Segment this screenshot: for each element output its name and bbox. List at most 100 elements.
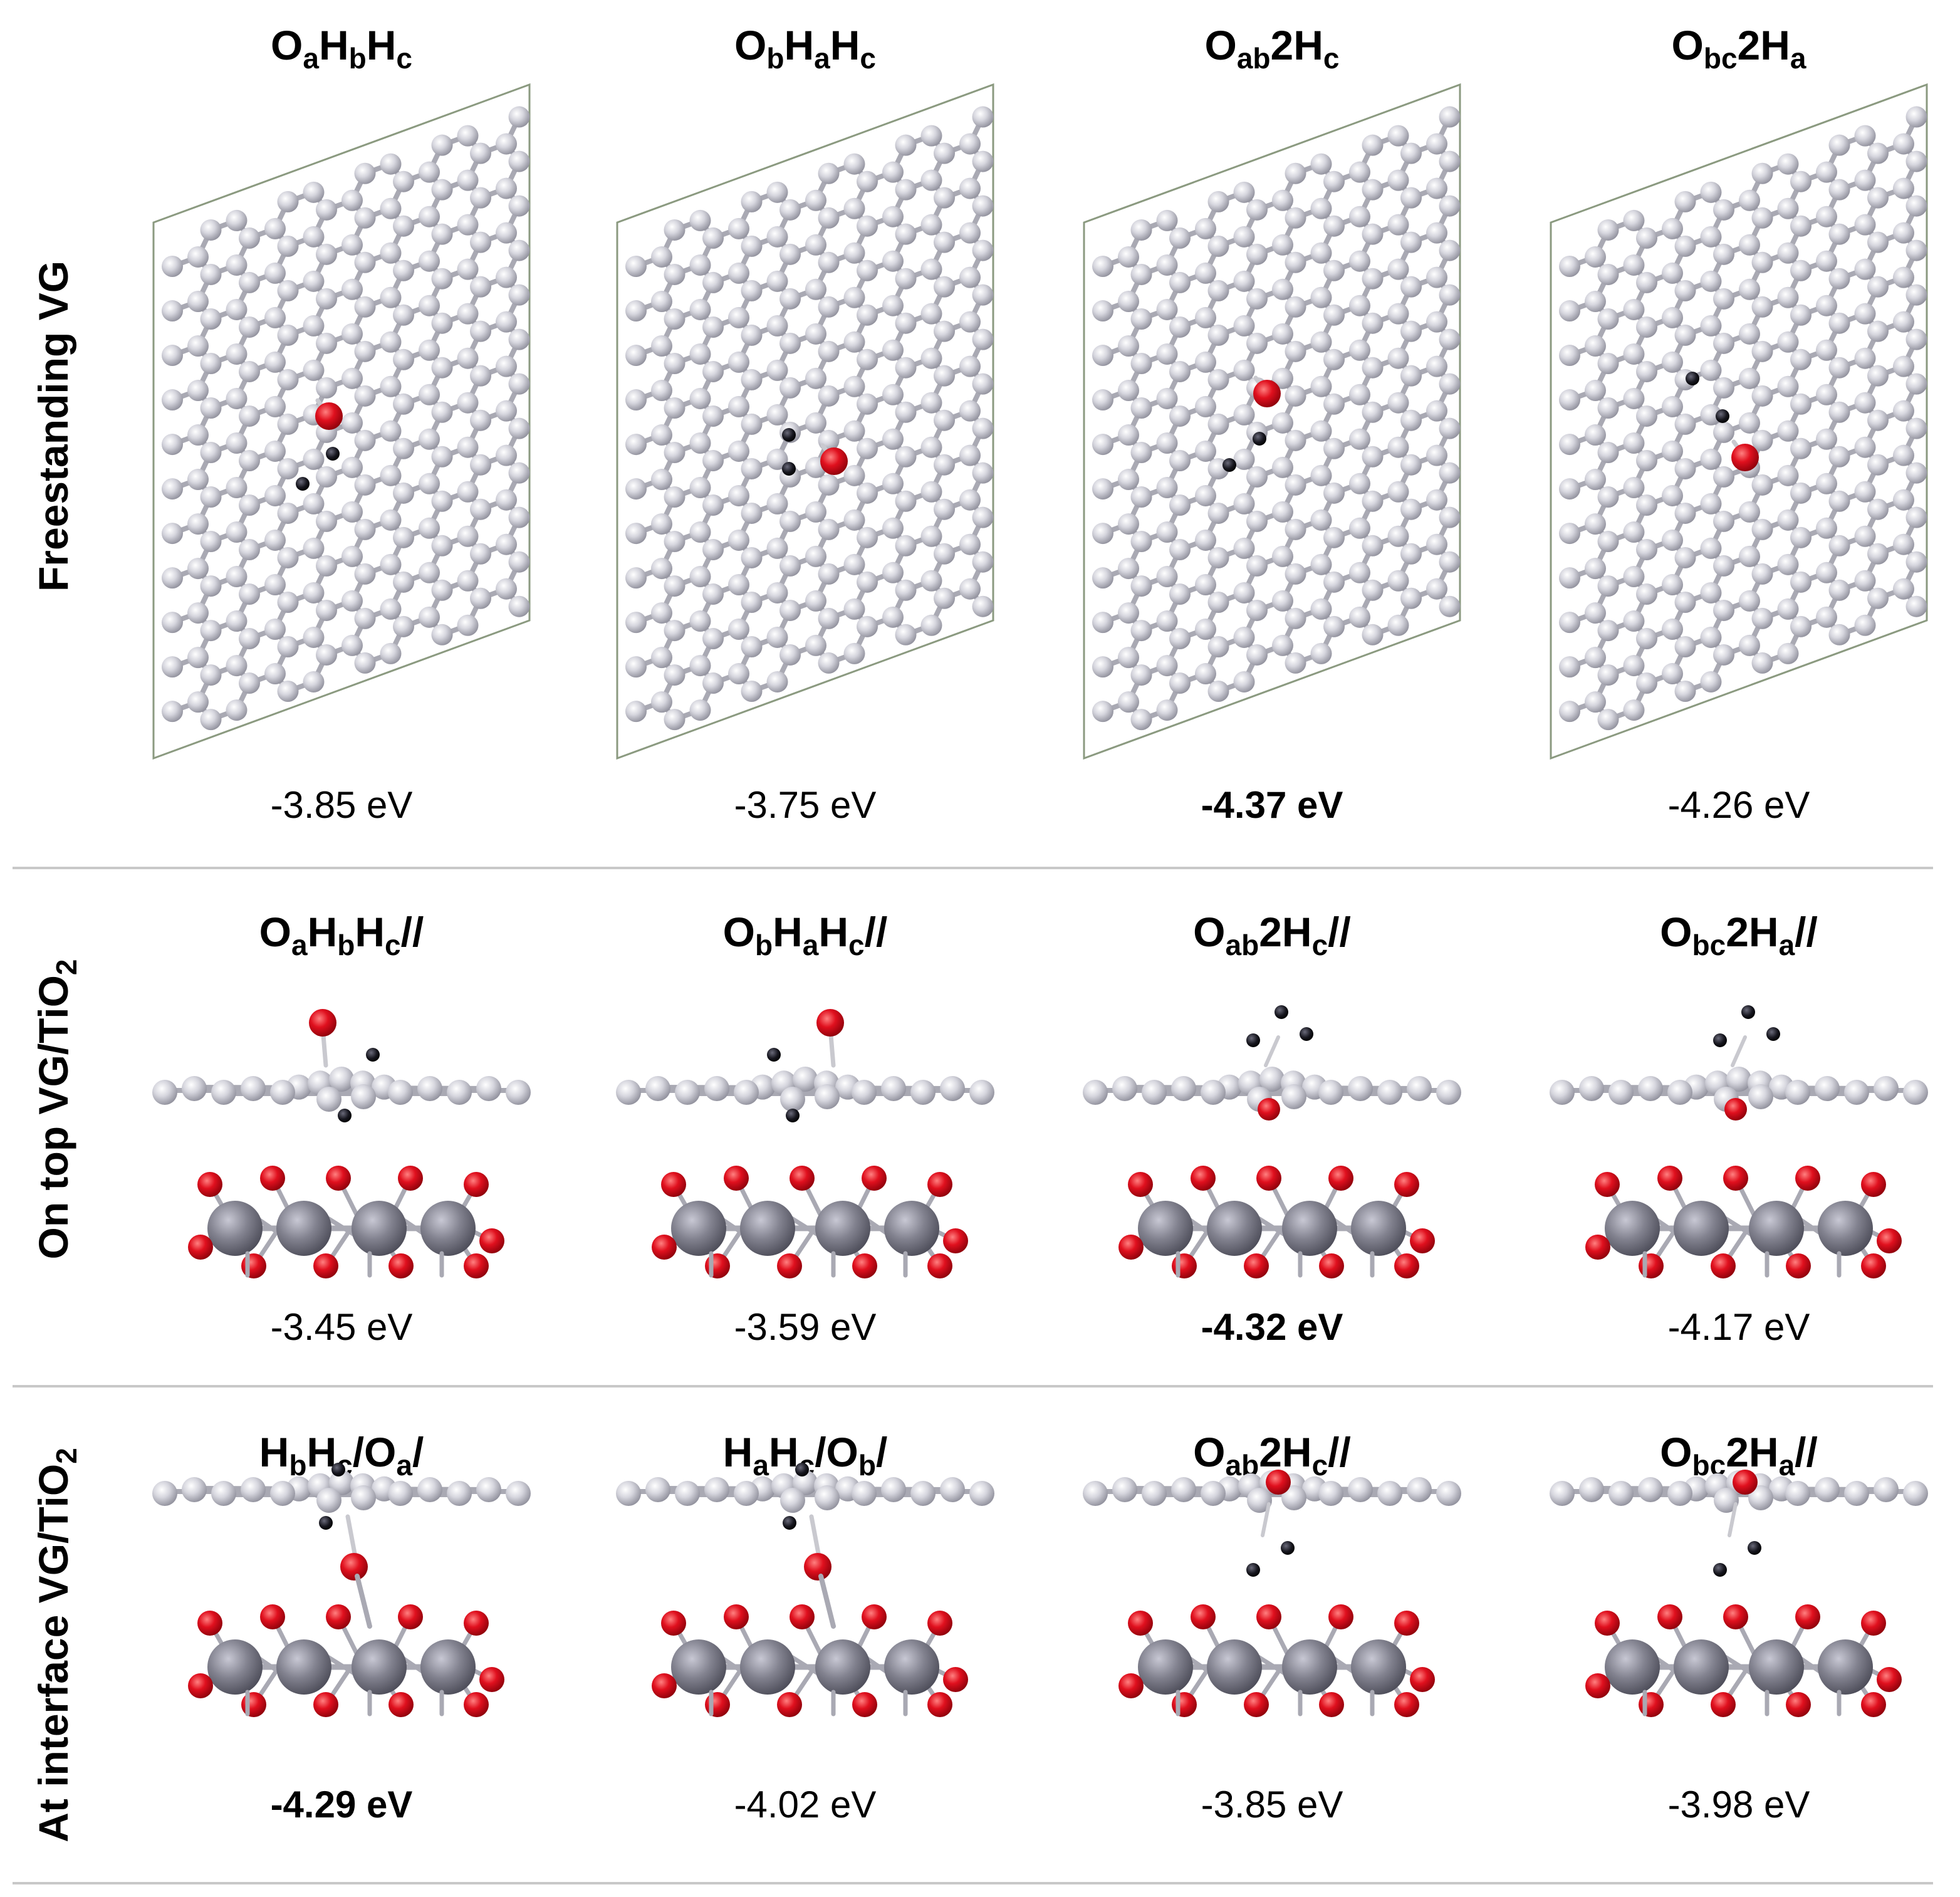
carbon-atom xyxy=(1867,231,1889,253)
carbon-atom xyxy=(1362,446,1384,468)
carbon-atom xyxy=(1362,490,1384,512)
carbon-atom xyxy=(1272,323,1293,345)
carbon-atom xyxy=(728,529,749,551)
oxygen-atom xyxy=(1410,1228,1435,1253)
row-label: At interface VG/TiO2 xyxy=(30,1448,83,1842)
carbon-atom xyxy=(431,446,453,468)
carbon-atom xyxy=(351,1485,376,1510)
carbon-atom xyxy=(972,150,994,172)
carbon-atom xyxy=(741,413,763,435)
carbon-atom xyxy=(1739,634,1760,656)
titanium-atom xyxy=(1674,1201,1729,1256)
carbon-atom xyxy=(664,219,685,241)
carbon-atom xyxy=(1854,525,1876,547)
carbon-atom xyxy=(1246,555,1268,577)
carbon-atom xyxy=(815,1084,840,1109)
carbon-atom xyxy=(1713,243,1734,265)
oxygen-atom xyxy=(464,1172,489,1197)
carbon-atom xyxy=(508,551,530,573)
carbon-atom xyxy=(1815,1477,1840,1502)
carbon-atom xyxy=(431,134,453,156)
carbon-atom xyxy=(920,214,942,236)
carbon-atom xyxy=(393,393,414,415)
carbon-atom xyxy=(793,1067,818,1092)
oxygen-atom xyxy=(1328,1166,1353,1191)
carbon-atom xyxy=(1195,217,1216,239)
carbon-atom xyxy=(1828,624,1850,645)
carbon-atom xyxy=(1816,161,1837,183)
carbon-atom xyxy=(1195,395,1216,417)
bond xyxy=(1261,1502,1271,1537)
structure-panel: ObHaHc-3.75 eV xyxy=(616,22,994,826)
carbon-atom xyxy=(1597,486,1619,508)
carbon-atom xyxy=(1426,222,1447,244)
carbon-atom xyxy=(1171,1477,1196,1502)
oxygen-atom xyxy=(804,1553,831,1581)
carbon-atom xyxy=(1272,545,1293,567)
carbon-atom xyxy=(393,215,414,237)
carbon-atom xyxy=(895,357,917,379)
bond xyxy=(1264,1035,1280,1067)
carbon-atom xyxy=(1816,473,1837,494)
carbon-atom xyxy=(1674,413,1696,435)
panel-title: OaHbHc// xyxy=(259,909,424,961)
carbon-atom xyxy=(1662,395,1683,417)
carbon-atom xyxy=(1285,652,1306,674)
carbon-atom xyxy=(959,400,981,422)
carbon-atom xyxy=(1713,599,1734,621)
carbon-atom xyxy=(741,635,763,657)
carbon-atom xyxy=(741,546,763,568)
carbon-atom xyxy=(1893,489,1914,511)
carbon-atom xyxy=(959,489,981,511)
hydrogen-atom xyxy=(1766,1027,1780,1041)
carbon-atom xyxy=(934,409,955,431)
carbon-atom xyxy=(354,162,376,184)
carbon-atom xyxy=(1636,271,1657,293)
carbon-atom xyxy=(882,606,904,628)
carbon-atom xyxy=(625,523,647,545)
carbon-atom xyxy=(226,209,248,231)
carbon-atom xyxy=(447,1481,472,1506)
carbon-atom xyxy=(162,389,183,411)
carbon-atom xyxy=(664,664,685,686)
carbon-atom xyxy=(1169,672,1191,694)
carbon-atom xyxy=(419,206,440,227)
carbon-atom xyxy=(1674,591,1696,613)
carbon-atom xyxy=(316,243,337,265)
carbon-atom xyxy=(457,436,479,458)
carbon-atom xyxy=(1700,537,1722,559)
oxygen-atom xyxy=(705,1692,730,1717)
atomic-structure xyxy=(616,1009,994,1278)
carbon-atom xyxy=(972,595,994,617)
carbon-atom xyxy=(728,573,749,595)
hydrogen-atom xyxy=(331,1463,345,1476)
carbon-atom xyxy=(1751,518,1773,540)
carbon-atom xyxy=(1362,401,1384,423)
carbon-atom xyxy=(1285,340,1306,362)
carbon-atom xyxy=(393,170,414,192)
oxygen-atom xyxy=(1595,1172,1620,1197)
hydrogen-atom xyxy=(1686,372,1699,385)
carbon-atom xyxy=(1674,191,1696,212)
carbon-atom xyxy=(779,555,801,577)
carbon-atom xyxy=(496,578,517,600)
carbon-atom xyxy=(702,583,724,605)
carbon-atom xyxy=(651,290,672,312)
carbon-atom xyxy=(1233,582,1255,604)
carbon-atom xyxy=(651,558,672,580)
oxygen-atom xyxy=(464,1253,489,1278)
carbon-atom xyxy=(1608,1080,1634,1105)
oxygen-atom xyxy=(1191,1166,1216,1191)
carbon-atom xyxy=(264,484,286,506)
carbon-atom xyxy=(1713,199,1734,221)
carbon-atom xyxy=(1092,389,1113,411)
carbon-atom xyxy=(920,347,942,369)
carbon-atom xyxy=(1905,551,1927,573)
carbon-atom xyxy=(1636,672,1657,694)
carbon-atom xyxy=(1790,215,1811,237)
carbon-atom xyxy=(1674,502,1696,524)
carbon-atom xyxy=(1439,328,1461,350)
carbon-atom xyxy=(1854,436,1876,458)
carbon-atom xyxy=(1550,1080,1575,1105)
carbon-atom xyxy=(1285,429,1306,451)
